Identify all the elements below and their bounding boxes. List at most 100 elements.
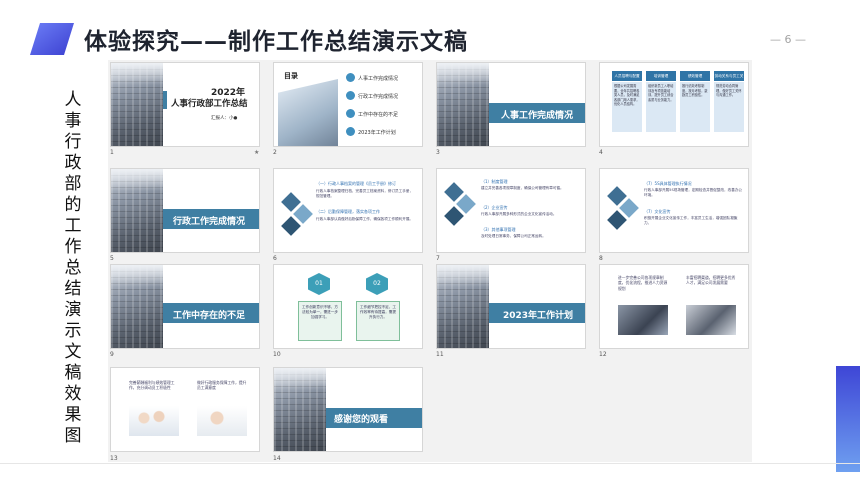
- slide-thumbnail-2[interactable]: 目录 人事工作完成情况 行政工作完成情况 工作中存在的不足 2023年工作计划: [273, 62, 423, 147]
- office-worker-photo: [197, 406, 247, 436]
- slide-11-banner: [489, 303, 585, 323]
- slide-4-col-head-1: 人员招聘与配置: [612, 71, 642, 81]
- slide-10-box-1: 工作创新意识不够，方法较为单一，需进一步加强学习。: [298, 301, 342, 341]
- building-photo: [111, 63, 163, 146]
- slide-4-col-body-1: 根据公司发展需要，全年共招聘各类人员，及时满足各部门用人需求，优化人员结构。: [612, 82, 642, 132]
- side-label-char: 部: [64, 174, 82, 194]
- slide-7-heading-2: （2）企业宣传: [481, 205, 508, 210]
- page-title: 体验探究——制作工作总结演示文稿: [84, 29, 468, 55]
- toc-item-2: 行政工作完成情况: [358, 94, 399, 100]
- slide-number: 2: [273, 149, 277, 156]
- side-label-char: 图: [64, 426, 82, 446]
- slide-thumbnail-12[interactable]: 进一步完善公司各项规章制度，优化流程，推进人力资源规划 丰富招聘渠道，招聘更多优…: [599, 264, 749, 349]
- slide-4-col-head-3: 绩效管理: [680, 71, 710, 81]
- side-label-char: 工: [64, 216, 82, 236]
- building-photo: [437, 63, 489, 146]
- slide-star-icon: ★: [254, 149, 260, 156]
- side-label-char: 人: [64, 90, 82, 110]
- slide-thumbnail-13[interactable]: 完善薪酬福利与绩效管理工作，充分调动员工积极性 做好行政服务保障工作，提升员工满…: [110, 367, 260, 452]
- slide-3-banner-text: 人事工作完成情况: [501, 111, 574, 121]
- slide-thumbnail-7[interactable]: （1）制度管理 建立并完善各项规章制度，确保公司管理有章可循。 （2）企业宣传 …: [436, 168, 586, 253]
- building-photo: [111, 265, 163, 348]
- slide-thumbnail-10[interactable]: 01 02 工作创新意识不够，方法较为单一，需进一步加强学习。 工作细节把控不足…: [273, 264, 423, 349]
- slide-8-text-2: 积极开展企业文化宣传工作，丰富员工生活，增强团队凝聚力。: [644, 216, 738, 226]
- side-vertical-label: 人事行政部的工作总结演示文稿效果图: [60, 90, 86, 447]
- side-label-char: 效: [64, 384, 82, 404]
- slide-4-col-body-2: 组织新员工入职培训及专项技能培训，提升员工综合素质与业务能力。: [646, 82, 676, 132]
- slide-number: 14: [273, 455, 281, 462]
- side-label-char: 总: [64, 258, 82, 278]
- slide-thumbnail-9[interactable]: 工作中存在的不足: [110, 264, 260, 349]
- slide-7-text-1: 建立并完善各项规章制度，确保公司管理有章可循。: [481, 186, 564, 190]
- slide-7-heading-1: （1）制度管理: [481, 179, 508, 184]
- slide-4-col-head-2: 培训管理: [646, 71, 676, 81]
- slide-1-title: 人事行政部工作总结: [171, 99, 248, 109]
- title-decoration-icon: [30, 23, 74, 55]
- slide-thumbnail-14[interactable]: 感谢您的观看: [273, 367, 423, 452]
- meeting-photo: [618, 305, 668, 335]
- toc-dot-icon: [346, 109, 355, 118]
- side-label-char: 政: [64, 153, 82, 173]
- slide-4-col-body-3: 推行绩效考核制度，按月考核，激励员工积极性。: [680, 82, 710, 132]
- building-photo: [111, 169, 163, 252]
- building-photo: [437, 265, 489, 348]
- slide-thumbnail-1[interactable]: 2022年 人事行政部工作总结 汇报人：小●: [110, 62, 260, 147]
- slide-8-heading-2: （7）文化宣传: [644, 209, 671, 214]
- side-label-char: 事: [64, 111, 82, 131]
- slide-number: 9: [110, 351, 114, 358]
- slide-thumbnail-11[interactable]: 2023年工作计划: [436, 264, 586, 349]
- slide-9-banner: [163, 303, 259, 323]
- slide-2-toc-label: 目录: [284, 72, 298, 80]
- slide-12-text-2: 丰富招聘渠道，招聘更多优秀人才，满足公司发展需要: [686, 275, 736, 286]
- slide-10-box-2: 工作细节把控不足，工作效率有待提高，需提升执行力。: [356, 301, 400, 341]
- toc-item-1: 人事工作完成情况: [358, 76, 399, 82]
- slide-1-accent-bar: [163, 91, 167, 109]
- slide-14-banner: [326, 408, 422, 428]
- side-label-char: 果: [64, 405, 82, 425]
- slide-8-heading-1: （7）5S具体管理执行情况: [644, 181, 692, 186]
- slide-10-hex-1: 01: [308, 273, 330, 295]
- handshake-photo: [686, 305, 736, 335]
- slide-number: 11: [436, 351, 444, 358]
- slide-thumbnail-8[interactable]: （7）5S具体管理执行情况 行政人事部开展5S现场管理，定期检查并督促整改，改善…: [599, 168, 749, 253]
- side-label-char: 稿: [64, 363, 82, 383]
- slide-12-text-1: 进一步完善公司各项规章制度，优化流程，推进人力资源规划: [618, 275, 668, 291]
- slide-6-heading-1: （一）行政人事档案的管理《员工手册》修订: [316, 181, 396, 186]
- slide-number: 1: [110, 149, 114, 156]
- slide-7-text-3: 及时处理日常事务，保障公司正常运转。: [481, 234, 546, 238]
- slide-7-text-2: 行政人事部开展多种形式的企业文化宣传活动。: [481, 212, 557, 216]
- slide-thumbnail-5[interactable]: 行政工作完成情况: [110, 168, 260, 253]
- toc-item-3: 工作中存在的不足: [358, 112, 399, 118]
- slide-6-heading-2: （二）后勤保障管理，落实各项工作: [316, 209, 380, 214]
- slide-thumbnail-6[interactable]: （一）行政人事档案的管理《员工手册》修订 行政人事档案整理归档，完善员工档案资料…: [273, 168, 423, 253]
- slide-number: 5: [110, 255, 114, 262]
- slide-number: 7: [436, 255, 440, 262]
- side-label-char: 结: [64, 279, 82, 299]
- slide-5-banner-text: 行政工作完成情况: [173, 217, 246, 227]
- toc-dot-icon: [346, 91, 355, 100]
- slide-4-col-head-4: 劳动关系与员工关系: [714, 71, 744, 88]
- slide-4-col-body-4: 规范劳动合同管理，做好员工关怀与沟通工作。: [714, 82, 744, 132]
- side-label-char: 示: [64, 321, 82, 341]
- corner-decoration: [836, 366, 860, 472]
- slide-2-building-photo: [278, 79, 338, 146]
- toc-dot-icon: [346, 127, 355, 136]
- slide-number: 6: [273, 255, 277, 262]
- building-photo: [274, 368, 326, 451]
- slide-6-text-2: 行政人事部认真做好后勤保障工作，确保各项工作顺利开展。: [316, 217, 414, 221]
- slide-9-banner-text: 工作中存在的不足: [173, 311, 246, 321]
- slide-11-banner-text: 2023年工作计划: [503, 311, 574, 321]
- slide-3-banner: [489, 103, 585, 123]
- side-label-char: 文: [64, 342, 82, 362]
- team-photo: [129, 406, 179, 436]
- slide-thumbnail-4[interactable]: 人员招聘与配置 根据公司发展需要，全年共招聘各类人员，及时满足各部门用人需求，优…: [599, 62, 749, 147]
- bottom-divider: [0, 463, 860, 464]
- slide-5-banner: [163, 209, 259, 229]
- slide-thumbnail-3[interactable]: 人事工作完成情况: [436, 62, 586, 147]
- slide-10-hex-2: 02: [366, 273, 388, 295]
- slide-13-text-2: 做好行政服务保障工作，提升员工满意度: [197, 380, 247, 391]
- slide-number: 13: [110, 455, 118, 462]
- toc-dot-icon: [346, 73, 355, 82]
- slide-number: 4: [599, 149, 603, 156]
- slide-6-text-1: 行政人事档案整理归档，完善员工档案资料，修订员工手册，规范管理。: [316, 189, 414, 199]
